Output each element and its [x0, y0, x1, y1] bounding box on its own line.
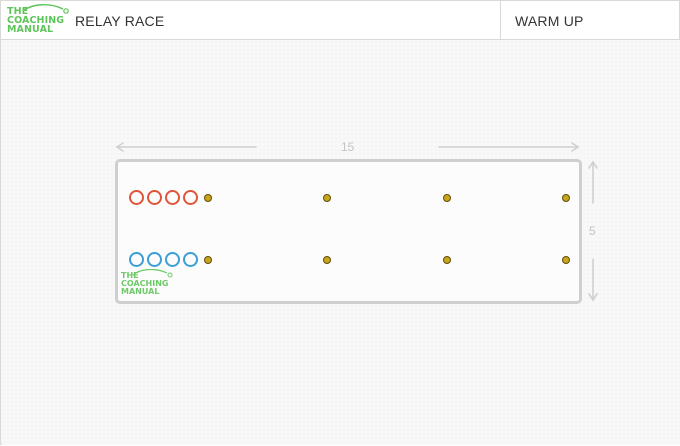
- header-bar: THE COACHING MANUAL RELAY RACE WARM UP: [1, 1, 679, 40]
- cone-marker: [562, 194, 570, 202]
- watermark-line-3: MANUAL: [121, 287, 160, 296]
- cone-marker: [443, 194, 451, 202]
- width-arrowhead-bottom: [588, 293, 598, 302]
- cone-marker: [562, 256, 570, 264]
- drill-title: RELAY RACE: [75, 13, 165, 29]
- watermark-swoosh-icon: [132, 269, 173, 278]
- playing-area: [115, 159, 582, 304]
- cone-marker: [323, 256, 331, 264]
- watermark-line-2: COACHING: [121, 279, 169, 288]
- length-arrowhead-right: [571, 142, 580, 152]
- drill-category: WARM UP: [515, 13, 584, 29]
- blue-team-player: [165, 252, 180, 267]
- logo-line-2: COACHING: [7, 15, 65, 26]
- cone-marker: [443, 256, 451, 264]
- width-label: 5: [589, 224, 596, 238]
- length-arrowhead-left: [115, 142, 124, 152]
- header-divider: [500, 1, 501, 39]
- coaching-manual-logo: THE COACHING MANUAL: [7, 4, 71, 39]
- blue-team-player: [129, 252, 144, 267]
- width-arrowhead-top: [588, 160, 598, 169]
- cone-marker: [204, 194, 212, 202]
- cone-marker: [323, 194, 331, 202]
- logo-swoosh-icon: [22, 4, 69, 14]
- logo-line-3: MANUAL: [7, 24, 54, 35]
- red-team-player: [147, 190, 162, 205]
- blue-team-player: [183, 252, 198, 267]
- watermark-line-1: THE: [121, 271, 139, 280]
- blue-team-player: [147, 252, 162, 267]
- red-team-player: [183, 190, 198, 205]
- red-team-player: [165, 190, 180, 205]
- length-label: 15: [341, 140, 355, 154]
- logo-line-1: THE: [7, 6, 29, 17]
- cone-marker: [204, 256, 212, 264]
- red-team-player: [129, 190, 144, 205]
- coaching-manual-watermark: THE COACHING MANUAL: [121, 269, 181, 300]
